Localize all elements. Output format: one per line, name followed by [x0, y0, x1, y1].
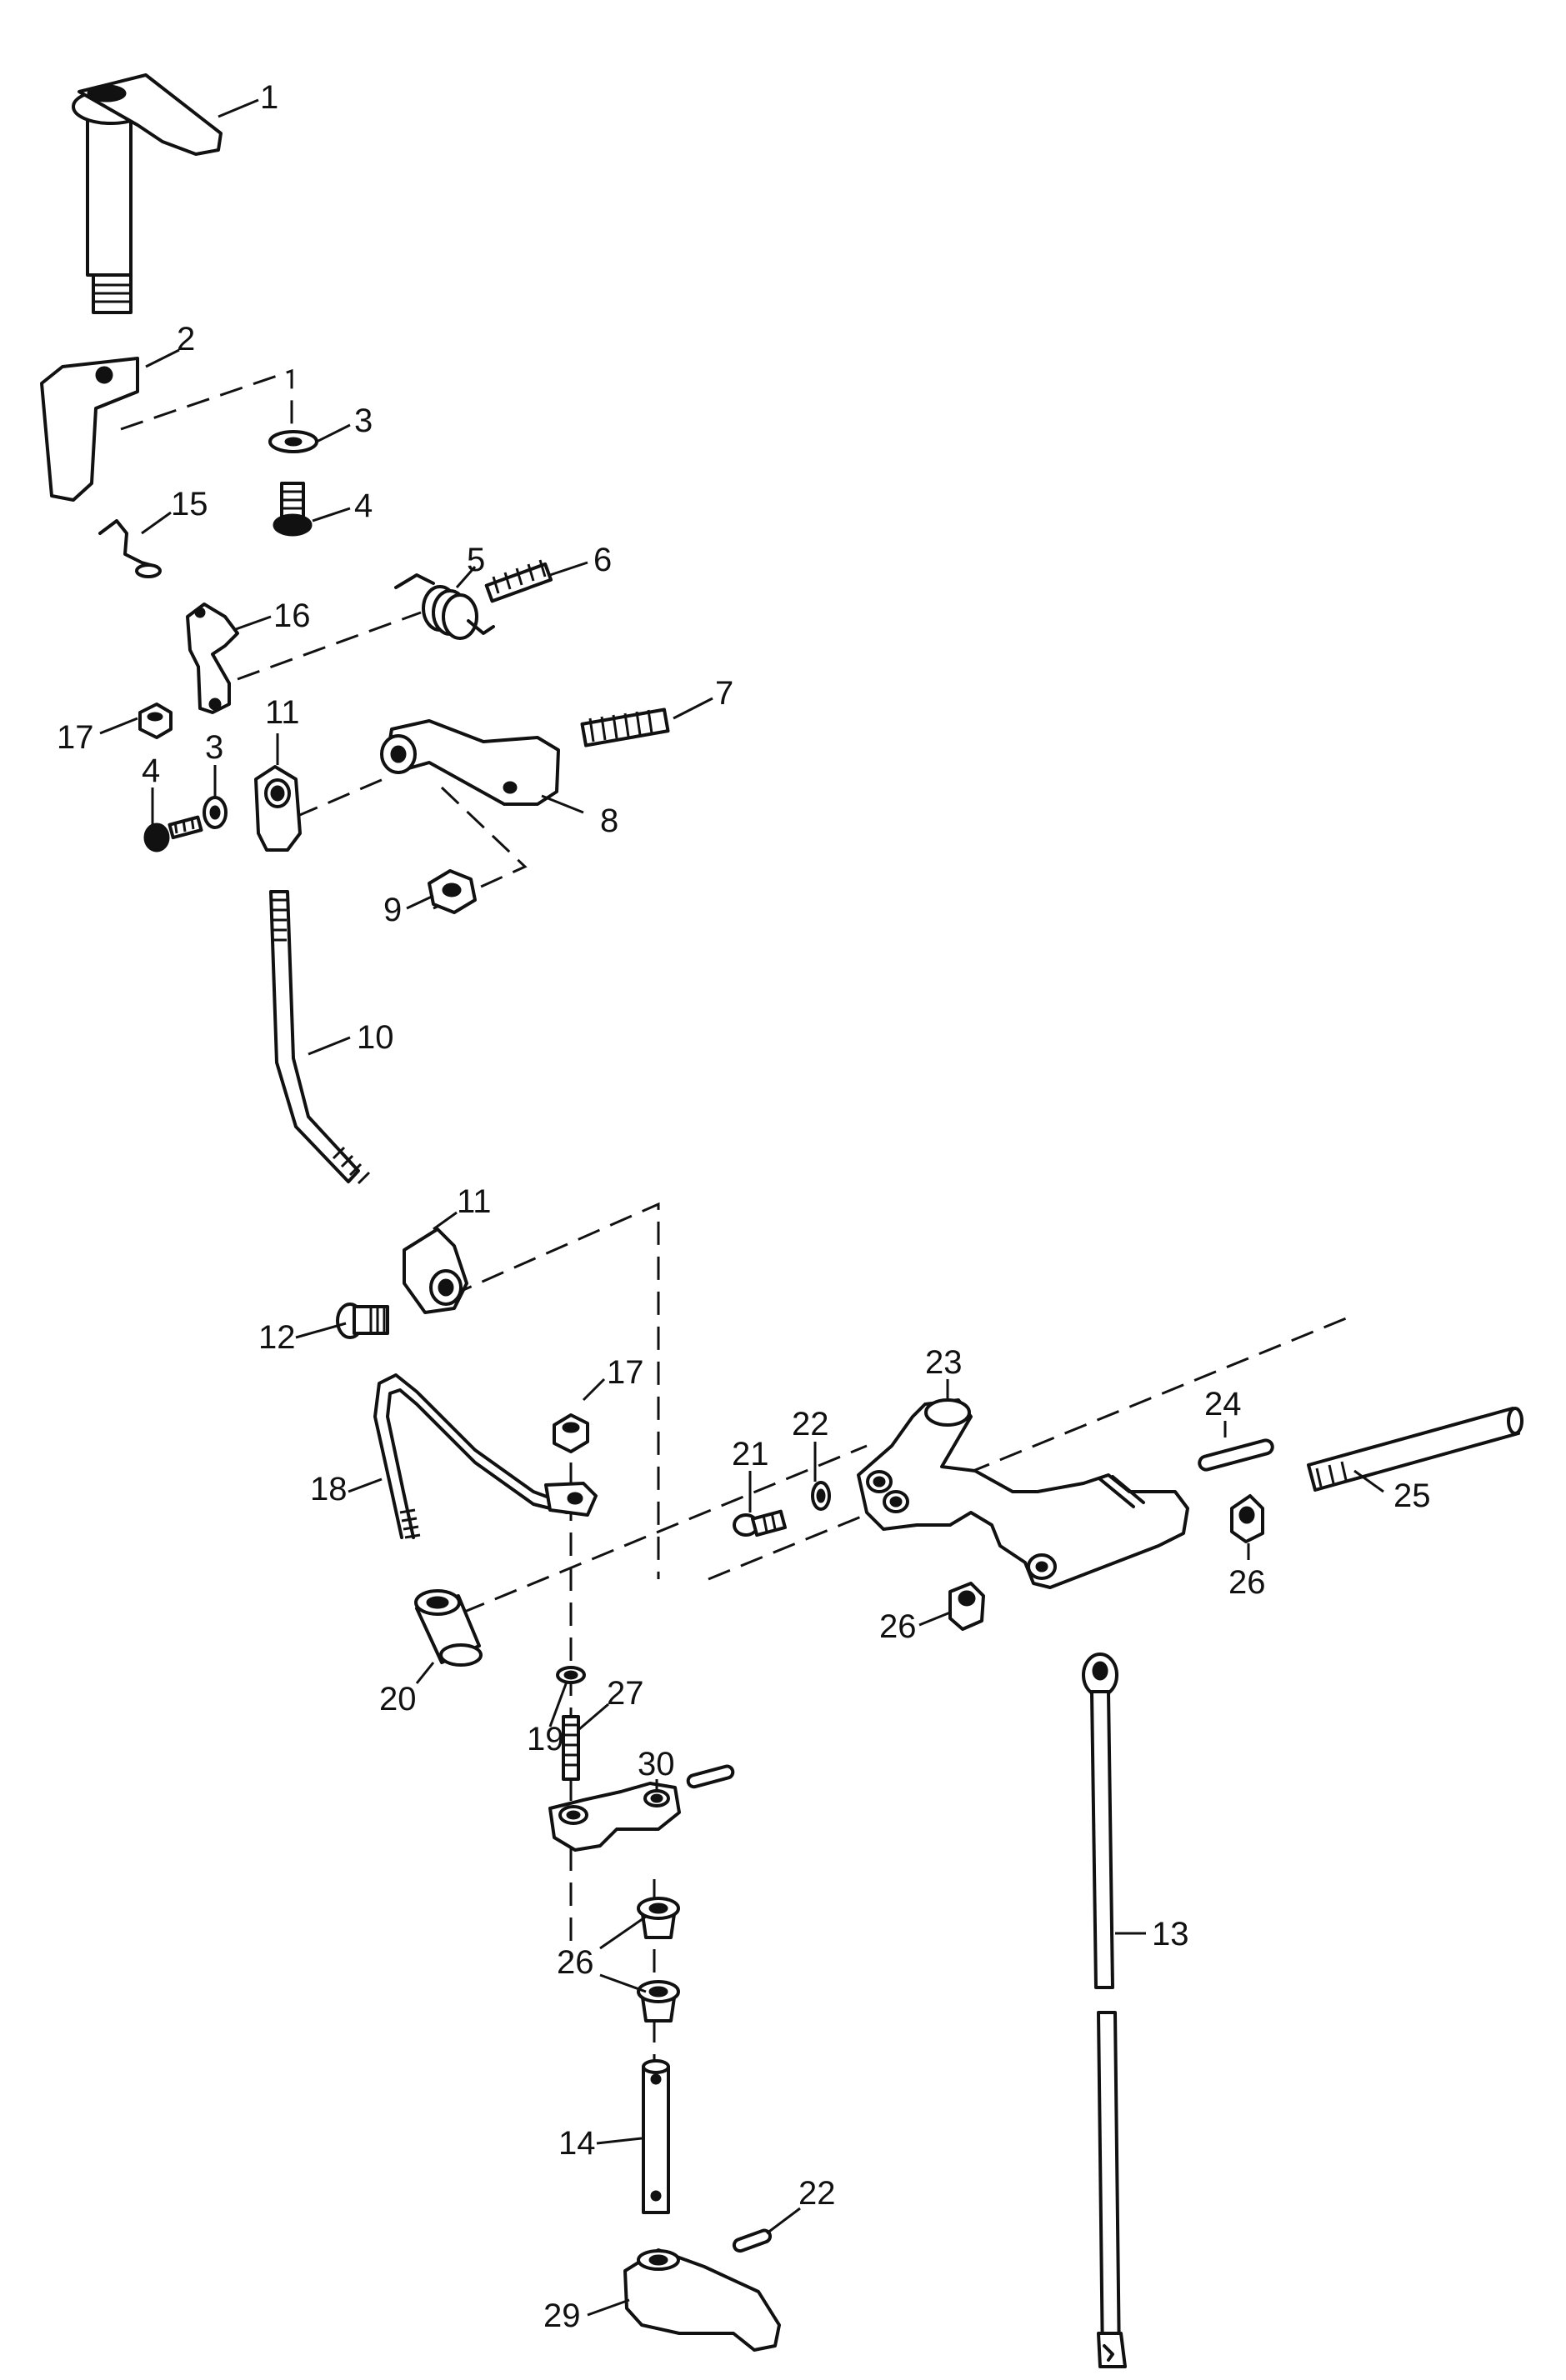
part-14-shaft	[642, 2059, 670, 2214]
callout-9: 9	[383, 892, 402, 928]
callout-4: 4	[142, 752, 160, 789]
callout-7: 7	[715, 675, 733, 712]
callout-6: 6	[593, 542, 612, 578]
callout-26: 26	[557, 1944, 594, 1981]
callout-14: 14	[558, 2125, 596, 2162]
part-19-washer	[556, 1666, 586, 1684]
part-3-washer-mid	[203, 796, 228, 829]
part-15-clip	[98, 519, 162, 578]
callout-24: 24	[1204, 1386, 1242, 1422]
callout-21: 21	[732, 1436, 769, 1472]
callout-4: 4	[354, 488, 373, 524]
callout-17: 17	[57, 719, 94, 756]
part-26-bushing-upper	[637, 1897, 680, 1939]
part-26-bushing-housing	[948, 1582, 985, 1631]
part-18-bent-rod	[373, 1373, 598, 1539]
callout-8: 8	[600, 802, 618, 839]
callout-26: 26	[1228, 1564, 1266, 1601]
part-13-shift-rod	[1082, 1652, 1127, 2368]
callout-labels: 1 2 3 4 15 5 6 16 17 11 4 3 7 8 9 10 11 …	[57, 79, 1431, 2334]
callout-12: 12	[258, 1319, 296, 1356]
part-9-nut	[428, 869, 477, 914]
part-12-shoulder-screw	[336, 1302, 389, 1339]
callout-13: 13	[1152, 1916, 1189, 1952]
part-24-pin	[1198, 1438, 1274, 1472]
part-2-bracket	[40, 357, 139, 502]
callout-20: 20	[379, 1681, 417, 1718]
callout-30: 30	[638, 1746, 675, 1782]
part-26-bushing-right	[1230, 1494, 1264, 1543]
part-16-lever	[186, 602, 239, 714]
part-22-washer-upper	[811, 1481, 831, 1511]
part-20-bushing	[414, 1589, 483, 1667]
part-29-shift-lever	[623, 2248, 781, 2352]
callout-3: 3	[354, 402, 373, 439]
part-7-stud	[580, 708, 670, 748]
callout-15: 15	[171, 486, 208, 522]
callout-17: 17	[607, 1354, 644, 1391]
callout-11: 11	[457, 1183, 492, 1220]
callout-22: 22	[798, 2175, 836, 2212]
part-3-washer	[268, 430, 318, 453]
part-11-rod-end-lower	[403, 1228, 468, 1314]
callout-19: 19	[527, 1721, 564, 1758]
part-6-stud	[484, 559, 553, 603]
part-22-pin-lower	[732, 2228, 773, 2253]
part-10-link-rod	[269, 890, 371, 1185]
callout-23: 23	[925, 1344, 963, 1381]
part-11-rod-end-upper	[254, 765, 302, 852]
part-5-spring	[394, 573, 495, 640]
part-30-lever	[548, 1764, 735, 1852]
callout-18: 18	[310, 1471, 348, 1508]
leader-lines	[99, 98, 1384, 2317]
callout-26: 26	[879, 1608, 917, 1645]
callout-16: 16	[273, 598, 311, 634]
part-8-arm	[380, 719, 560, 806]
part-17-nut	[138, 702, 173, 739]
callout-11: 11	[265, 694, 300, 731]
callout-25: 25	[1393, 1478, 1431, 1514]
callout-2: 2	[177, 321, 195, 358]
part-1-pivot-arm	[72, 73, 223, 314]
callout-1: 1	[260, 79, 278, 116]
part-26-bushing-lower	[637, 1980, 680, 2022]
callout-3: 3	[205, 729, 223, 766]
part-21-grease-fitting	[733, 1509, 787, 1538]
callout-5: 5	[467, 542, 485, 578]
callout-10: 10	[357, 1019, 394, 1056]
part-23-bellcrank	[857, 1398, 1189, 1589]
part-27-stud	[562, 1715, 580, 1781]
part-4-screw-mid	[143, 815, 203, 852]
part-4-screw	[273, 482, 313, 537]
part-25-shaft	[1307, 1407, 1523, 1492]
part-17-nut-lower	[553, 1413, 589, 1453]
assembly-guide-lines	[120, 368, 1351, 2200]
callout-29: 29	[543, 2298, 581, 2334]
callout-22: 22	[792, 1406, 829, 1442]
callout-27: 27	[607, 1675, 644, 1712]
